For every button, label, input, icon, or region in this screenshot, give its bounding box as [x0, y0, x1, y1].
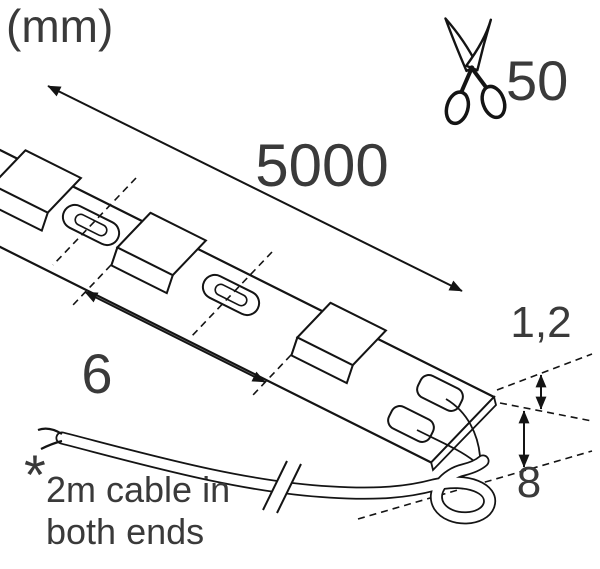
dimension-strip-length: 5000	[47, 85, 463, 292]
led-module-3	[290, 301, 388, 385]
scissors-pivot	[469, 65, 475, 71]
unit-label: (mm)	[6, 0, 113, 52]
cable-note: * 2m cable in both ends	[24, 443, 230, 552]
cable-break-icon	[262, 460, 302, 514]
cut-interval-callout: 50	[444, 17, 568, 126]
scissors-shank-2	[470, 66, 489, 90]
pitch-dimension-arrow	[84, 291, 266, 383]
scissors-shank-1	[459, 67, 474, 94]
led-top-face	[295, 301, 388, 367]
scissors-handle-1	[444, 90, 471, 126]
dimension-led-pitch: 6	[72, 264, 292, 405]
break-gap	[263, 461, 301, 513]
thickness-value-label: 1,2	[510, 298, 571, 347]
footnote-asterisk: *	[24, 443, 46, 506]
cable-note-line-1: 2m cable in	[46, 469, 230, 510]
cable-wire-2	[416, 429, 475, 462]
break-slash-1	[262, 460, 288, 511]
length-value-label: 5000	[255, 132, 388, 199]
extension-line-bottom	[499, 402, 593, 422]
extension-line	[252, 354, 292, 396]
scissors-icon	[444, 17, 507, 126]
scissors-handle-2	[480, 84, 507, 120]
extension-line-top	[496, 353, 593, 391]
cable-note-line-2: both ends	[46, 511, 204, 552]
pitch-value-label: 6	[81, 342, 112, 405]
break-slash-2	[276, 463, 302, 514]
cable-core	[57, 433, 495, 523]
cable-frayed-end-1	[37, 427, 63, 435]
led-strip	[0, 148, 497, 472]
cable	[37, 398, 497, 525]
cut-interval-value-label: 50	[506, 49, 568, 112]
extension-line	[72, 264, 112, 306]
dimension-strip-width: 8	[517, 410, 541, 507]
dimension-thickness: 1,2	[496, 298, 593, 422]
width-value-label: 8	[517, 458, 541, 507]
cable-frayed-end-2	[40, 439, 63, 450]
strip-end-thickness-edge	[430, 395, 497, 472]
cable-wire-1	[445, 398, 481, 457]
length-dimension-arrow	[47, 85, 463, 292]
